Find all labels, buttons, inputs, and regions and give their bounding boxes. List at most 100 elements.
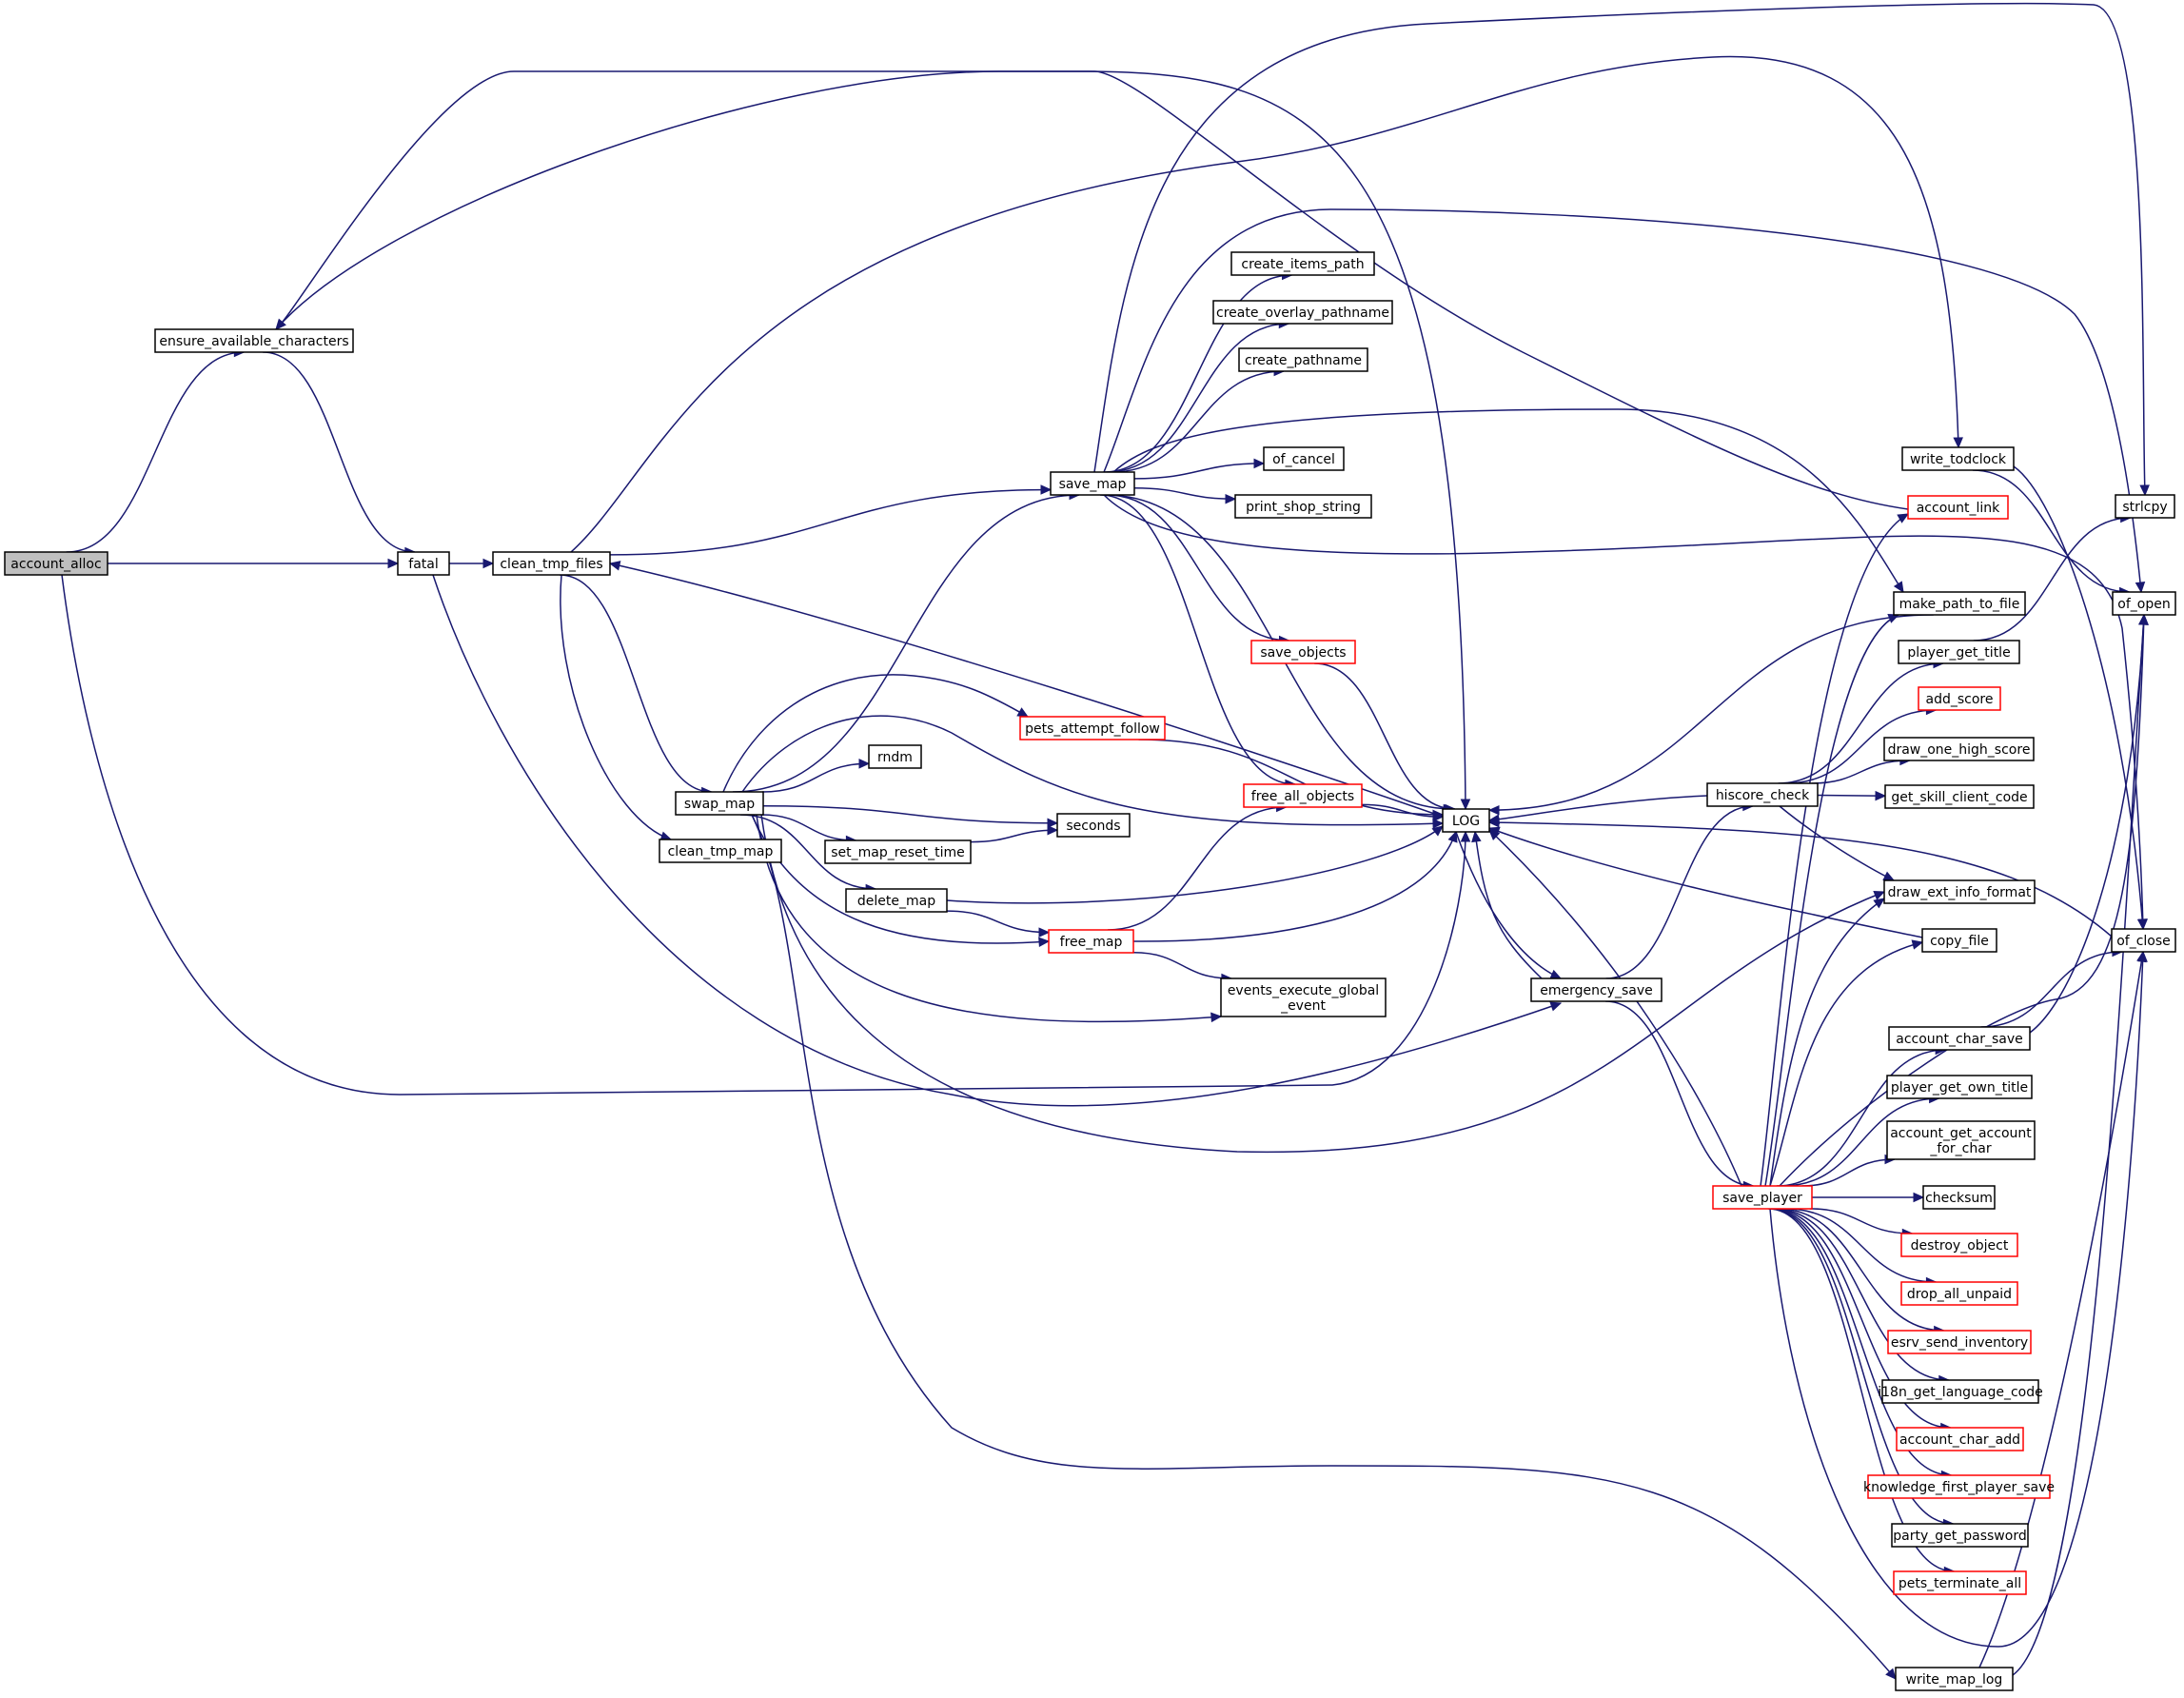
- node-account-char-add[interactable]: account_char_add: [1896, 1427, 2024, 1451]
- node-save-objects[interactable]: save_objects: [1250, 640, 1356, 664]
- node-get-skill-client-code[interactable]: get_skill_client_code: [1884, 784, 2035, 809]
- node-i18n-get-language-code[interactable]: i18n_get_language_code: [1878, 1379, 2043, 1404]
- edge-line: [1488, 795, 1708, 821]
- node-pets-terminate-all[interactable]: pets_terminate_all: [1893, 1570, 2027, 1595]
- edge-line: [1774, 1208, 1949, 1381]
- edge-line: [1769, 1208, 1954, 1525]
- node-fatal[interactable]: fatal: [397, 551, 450, 576]
- node-destroy-object[interactable]: destroy_object: [1900, 1233, 2018, 1257]
- node-save-player[interactable]: save_player: [1712, 1185, 1813, 1210]
- node-clean-tmp-map[interactable]: clean_tmp_map: [659, 839, 782, 863]
- node-box: [492, 551, 611, 576]
- node-esrv-send-inventory[interactable]: esrv_send_inventory: [1887, 1330, 2032, 1354]
- node-of-close[interactable]: of_close: [2111, 928, 2176, 953]
- edge-line: [1107, 806, 1287, 931]
- node-label: pets_attempt_follow: [1025, 721, 1160, 737]
- edge-line: [1817, 794, 1886, 797]
- node-delete-map[interactable]: delete_map: [845, 888, 948, 913]
- edge-swap_map-to-seconds: [762, 804, 1059, 829]
- node-LOG[interactable]: LOG: [1442, 808, 1490, 833]
- node-player-get-own-title[interactable]: player_get_own_title: [1886, 1075, 2033, 1099]
- node-drop-all-unpaid[interactable]: drop_all_unpaid: [1900, 1281, 2018, 1306]
- node-label: write_map_log: [1906, 1672, 2003, 1688]
- node-save-map[interactable]: save_map: [1050, 471, 1135, 496]
- node-box: [1900, 1281, 2018, 1306]
- edge-arrowhead: [482, 558, 495, 569]
- node-account-char-save[interactable]: account_char_save: [1888, 1026, 2031, 1051]
- node-free-map[interactable]: free_map: [1048, 929, 1134, 954]
- node-box: [1884, 784, 2035, 809]
- edge-emergency_save-to-LOG: [1471, 830, 1543, 979]
- edge-line: [762, 762, 870, 793]
- edge-line: [1133, 463, 1265, 480]
- node-knowledge-first-player-save[interactable]: knowledge_first_player_save: [1863, 1474, 2055, 1499]
- edge-save_map-to-of_cancel: [1133, 458, 1266, 480]
- edge-line: [1605, 805, 1753, 979]
- node-box: [1918, 686, 2001, 711]
- node-write-todclock[interactable]: write_todclock: [1901, 446, 2015, 471]
- node-label: make_path_to_file: [1899, 597, 2020, 612]
- node-create-items-path[interactable]: create_items_path: [1230, 251, 1375, 276]
- node-rndm[interactable]: rndm: [868, 744, 922, 769]
- node-label: checksum: [1925, 1191, 1993, 1206]
- edge-clean_tmp_files-to-swap_map: [559, 574, 713, 798]
- node-account-link[interactable]: account_link: [1907, 495, 2009, 520]
- edge-save_player-to-checksum: [1812, 1192, 1925, 1203]
- node-party-get-password[interactable]: party_get_password: [1891, 1523, 2029, 1548]
- node-free-all-objects[interactable]: free_all_objects: [1243, 783, 1363, 808]
- node-set-map-reset-time[interactable]: set_map_reset_time: [824, 839, 972, 864]
- edge-line: [61, 574, 1466, 1096]
- edge-line: [1973, 517, 2131, 642]
- node-label: swap_map: [684, 797, 755, 812]
- node-box: [1019, 716, 1166, 740]
- edge-line: [1361, 803, 1444, 819]
- node-draw-ext-info-format[interactable]: draw_ext_info_format: [1883, 879, 2036, 904]
- node-account-get-account-for-char[interactable]: account_get_account_for_char: [1886, 1120, 2036, 1160]
- edge-save_map-to-of_close: [1103, 494, 2148, 931]
- edge-delete_map-to-LOG: [946, 825, 1444, 904]
- node-draw-one-high-score[interactable]: draw_one_high_score: [1883, 737, 2035, 761]
- node-emergency-save[interactable]: emergency_save: [1530, 977, 1663, 1002]
- edge-line: [432, 574, 1562, 1107]
- node-print-shop-string[interactable]: print_shop_string: [1234, 494, 1372, 519]
- edge-line: [66, 351, 245, 553]
- node-box: [1712, 1185, 1813, 1210]
- node-of-cancel[interactable]: of_cancel: [1263, 446, 1345, 471]
- node-player-get-title[interactable]: player_get_title: [1898, 640, 2020, 664]
- node-events-execute-global-event[interactable]: events_execute_global_event: [1220, 977, 1387, 1017]
- edge-copy_file-to-LOG: [1487, 826, 1923, 938]
- edge-arrowhead: [1253, 458, 1266, 469]
- node-copy-file[interactable]: copy_file: [1921, 928, 1997, 953]
- node-of-open[interactable]: of_open: [2112, 591, 2176, 616]
- node-swap-map[interactable]: swap_map: [675, 791, 764, 816]
- node-clean-tmp-files[interactable]: clean_tmp_files: [492, 551, 611, 576]
- node-make-path-to-file[interactable]: make_path_to_file: [1893, 591, 2026, 616]
- edge-line: [609, 488, 1052, 556]
- edge-arrowhead: [1460, 799, 1471, 811]
- edge-line: [1785, 1208, 1937, 1283]
- node-add-score[interactable]: add_score: [1918, 686, 2001, 711]
- node-write-map-log[interactable]: write_map_log: [1895, 1667, 2014, 1691]
- edge-swap_map-to-pets_attempt_follow: [722, 674, 1030, 793]
- edge-emergency_save-to-hiscore_check: [1605, 800, 1755, 979]
- edge-line: [1760, 513, 1909, 1187]
- node-hiscore-check[interactable]: hiscore_check: [1706, 782, 1819, 807]
- node-create-pathname[interactable]: create_pathname: [1238, 347, 1368, 372]
- node-seconds[interactable]: seconds: [1056, 813, 1131, 838]
- edge-account_alloc-to-LOG: [61, 574, 1471, 1096]
- node-box: [1867, 1474, 2051, 1499]
- edge-hiscore_check-to-player_get_title: [1778, 658, 1945, 784]
- node-pets-attempt-follow[interactable]: pets_attempt_follow: [1019, 716, 1166, 740]
- node-box: [1895, 1667, 2014, 1691]
- node-label: add_score: [1926, 692, 1994, 707]
- edge-line: [1103, 494, 2144, 930]
- node-label: delete_map: [857, 894, 935, 909]
- edge-swap_map-to-LOG: [741, 715, 1445, 829]
- node-strlcpy[interactable]: strlcpy: [2115, 494, 2175, 519]
- node-ensure-available-characters[interactable]: ensure_available_characters: [154, 328, 354, 353]
- node-label: account_char_save: [1896, 1032, 2022, 1047]
- edge-LOG-to-clean_tmp_files: [608, 561, 1444, 818]
- node-checksum[interactable]: checksum: [1922, 1185, 1996, 1210]
- node-create-overlay-pathname[interactable]: create_overlay_pathname: [1212, 300, 1393, 325]
- node-account-alloc[interactable]: account_alloc: [4, 551, 108, 576]
